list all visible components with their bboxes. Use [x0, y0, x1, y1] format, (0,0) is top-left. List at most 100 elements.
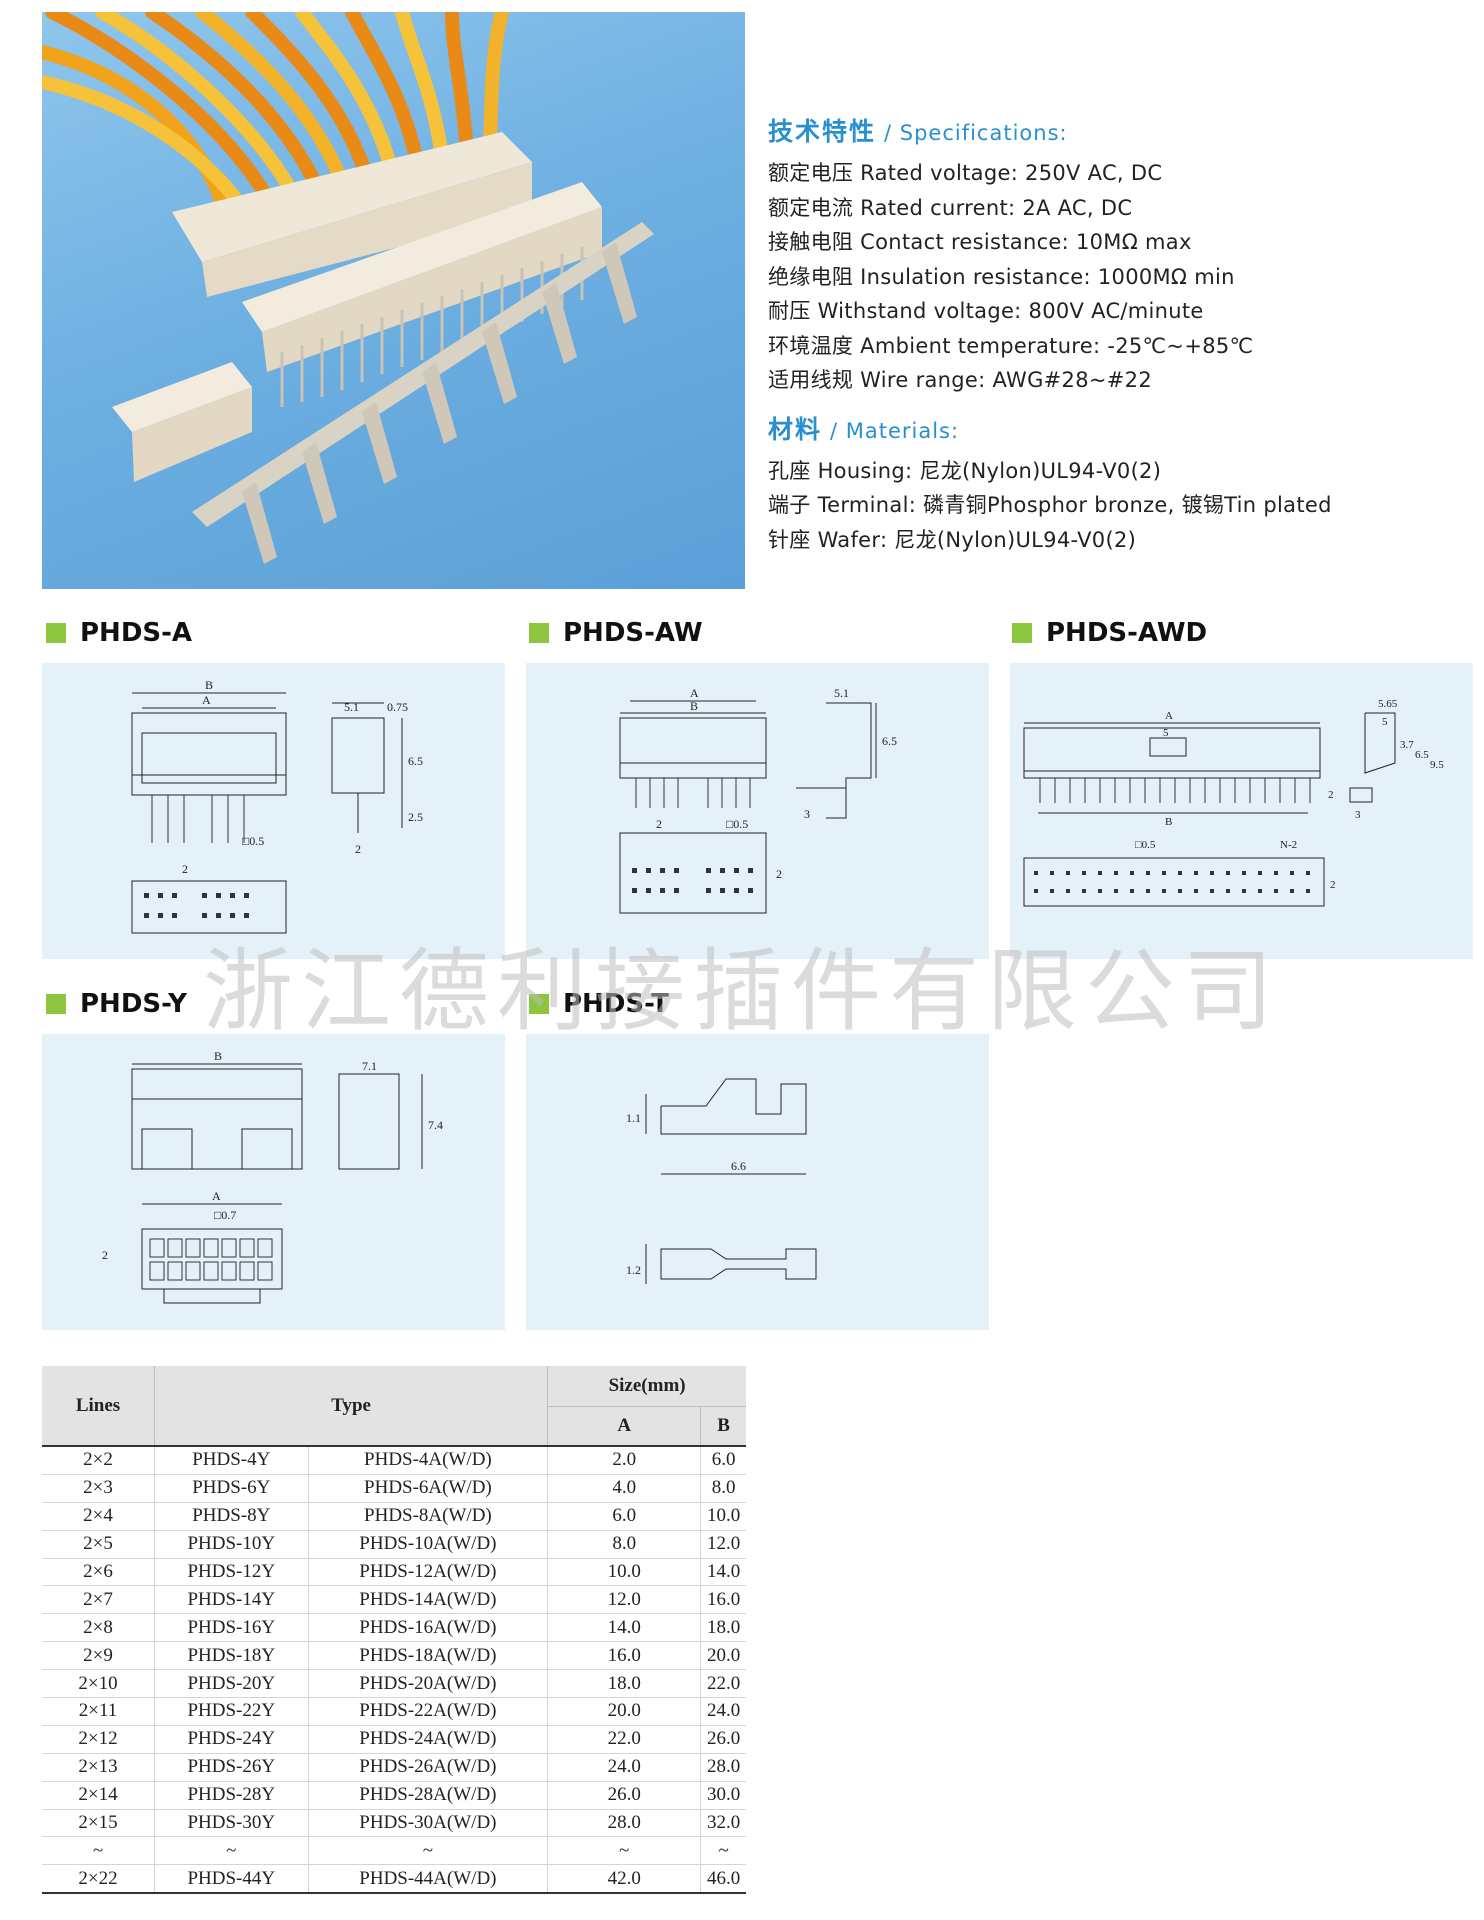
cell-size-b: 8.0 — [700, 1474, 746, 1503]
cell-size-b: 12.0 — [700, 1530, 746, 1559]
dim-6-5: 6.5 — [408, 754, 423, 768]
dim-row-pitch: 2 — [102, 1248, 108, 1262]
specifications-block: 技术特性 / Specifications: 额定电压 Rated voltag… — [768, 112, 1468, 557]
cell-size-b: 24.0 — [700, 1697, 746, 1726]
cell-type-a: PHDS-24A(W/D) — [308, 1725, 549, 1754]
cell-size-b: 16.0 — [700, 1585, 746, 1615]
drawing-panel-phds-t: 1.1 6.6 1.2 — [526, 1034, 989, 1330]
cell-type-a: PHDS-28A(W/D) — [308, 1781, 549, 1810]
dim-row-pitch: 2 — [776, 867, 782, 881]
dim-a-label: A — [202, 693, 211, 707]
materials-heading-cn: 材料 — [768, 414, 823, 444]
specifications-heading-cn: 技术特性 — [768, 117, 877, 146]
drawing-panel-phds-awd: A 5 B 5.65 5 3.7 6.5 9.5 2 3 □0.5 N-2 2 — [1010, 663, 1473, 959]
cell-type-y: PHDS-18Y — [154, 1641, 309, 1671]
materials-heading-en: Materials: — [845, 418, 960, 443]
col-header-b: B — [700, 1406, 746, 1447]
cell-type-y: PHDS-10Y — [154, 1530, 309, 1559]
cell-type-y: PHDS-12Y — [154, 1558, 309, 1587]
spec-rated-current: 额定电流 Rated current: 2A AC, DC — [768, 195, 1133, 220]
section-bullet-icon — [46, 623, 66, 643]
cell-lines: 2×12 — [42, 1725, 155, 1754]
cell-size-b: 46.0 — [700, 1864, 746, 1895]
section-title-text: PHDS-Y — [80, 989, 187, 1019]
connector-photo-illustration — [42, 12, 654, 564]
cell-type-y: PHDS-22Y — [154, 1697, 309, 1726]
cell-lines: 2×10 — [42, 1669, 155, 1699]
cell-lines: 2×15 — [42, 1809, 155, 1838]
dim-b-label: B — [205, 678, 213, 692]
cell-type-a: PHDS-20A(W/D) — [308, 1669, 549, 1699]
spec-wire-range: 适用线规 Wire range: AWG#28~#22 — [768, 368, 1152, 392]
drawing-panel-phds-y: B 7.1 7.4 A □0.7 2 — [42, 1034, 505, 1330]
section-title-text: PHDS-A — [80, 618, 193, 648]
phds-y-drawing: B 7.1 7.4 A □0.7 2 — [102, 1049, 443, 1304]
cell-type-a: PHDS-14A(W/D) — [308, 1585, 549, 1615]
section-bullet-icon — [529, 623, 549, 643]
cell-type-a: PHDS-44A(W/D) — [308, 1864, 549, 1895]
drawing-panel-phds-a: B A □0.5 5.1 0.75 6.5 2.5 2 2 — [42, 663, 505, 959]
cell-size-b: 6.0 — [700, 1444, 746, 1475]
cell-size-a: 42.0 — [547, 1864, 702, 1895]
product-photo — [42, 12, 745, 589]
cell-size-a: 18.0 — [547, 1669, 702, 1699]
dim-n-2: N-2 — [1280, 839, 1297, 851]
cell-type-y: PHDS-44Y — [154, 1864, 309, 1895]
cell-size-a: 10.0 — [547, 1558, 702, 1587]
phds-t-drawing: 1.1 6.6 1.2 — [626, 1078, 817, 1284]
cell-size-b: 18.0 — [700, 1613, 746, 1643]
dim-6-6: 6.6 — [731, 1159, 746, 1173]
material-wafer: 针座 Wafer: 尼龙(Nylon)UL94-V0(2) — [768, 527, 1137, 552]
spec-withstand-voltage: 耐压 Withstand voltage: 800V AC/minute — [768, 299, 1204, 323]
dim-pin-size: □0.5 — [242, 834, 264, 848]
dim-7-4: 7.4 — [428, 1118, 443, 1132]
cell-size-a: 24.0 — [547, 1753, 702, 1782]
dim-2-5: 2.5 — [408, 810, 423, 824]
dim-row-pitch: 2 — [1330, 879, 1336, 891]
cell-size-a: 2.0 — [547, 1444, 702, 1475]
cell-size-b: 32.0 — [700, 1809, 746, 1838]
dim-3-7: 3.7 — [1400, 739, 1414, 751]
cell-size-a: 28.0 — [547, 1809, 702, 1838]
dim-5b: 5 — [1382, 716, 1388, 728]
dim-pin-size: □0.5 — [1135, 839, 1156, 851]
dim-5-65: 5.65 — [1378, 698, 1398, 710]
section-bullet-icon — [1012, 623, 1032, 643]
cell-size-a: 26.0 — [547, 1781, 702, 1810]
dim-a-label: A — [1165, 710, 1173, 722]
cell-type-a: ~ — [308, 1836, 549, 1866]
spec-rated-voltage: 额定电压 Rated voltage: 250V AC, DC — [768, 161, 1163, 185]
cell-lines: 2×7 — [42, 1585, 155, 1615]
phds-a-drawing: B A □0.5 5.1 0.75 6.5 2.5 2 2 — [131, 678, 423, 934]
cell-size-a: 14.0 — [547, 1613, 702, 1643]
cell-type-y: PHDS-16Y — [154, 1613, 309, 1643]
specifications-heading-en: Specifications: — [899, 121, 1068, 145]
dim-2: 2 — [355, 842, 361, 856]
dim-b-label: B — [1165, 816, 1172, 828]
material-terminal: 端子 Terminal: 磷青铜Phosphor bronze, 镀锡Tin p… — [768, 493, 1332, 517]
cell-type-a: PHDS-30A(W/D) — [308, 1809, 549, 1838]
cell-type-a: PHDS-4A(W/D) — [308, 1444, 549, 1475]
cell-type-y: PHDS-4Y — [154, 1444, 309, 1475]
dim-6-5: 6.5 — [1415, 749, 1429, 761]
cell-lines: 2×8 — [42, 1613, 155, 1643]
spec-ambient-temperature: 环境温度 Ambient temperature: -25℃~+85℃ — [768, 333, 1254, 358]
cell-size-b: 30.0 — [700, 1781, 746, 1810]
cell-type-a: PHDS-22A(W/D) — [308, 1697, 549, 1726]
table-row: ~~~~~ — [42, 1836, 746, 1866]
cell-type-y: PHDS-28Y — [154, 1781, 309, 1810]
cell-type-a: PHDS-16A(W/D) — [308, 1613, 549, 1643]
cell-size-a: 16.0 — [547, 1641, 702, 1671]
cell-type-y: PHDS-14Y — [154, 1585, 309, 1615]
cell-size-b: ~ — [700, 1836, 746, 1866]
cell-type-y: PHDS-30Y — [154, 1809, 309, 1838]
section-title-phds-y: PHDS-Y — [46, 989, 187, 1019]
